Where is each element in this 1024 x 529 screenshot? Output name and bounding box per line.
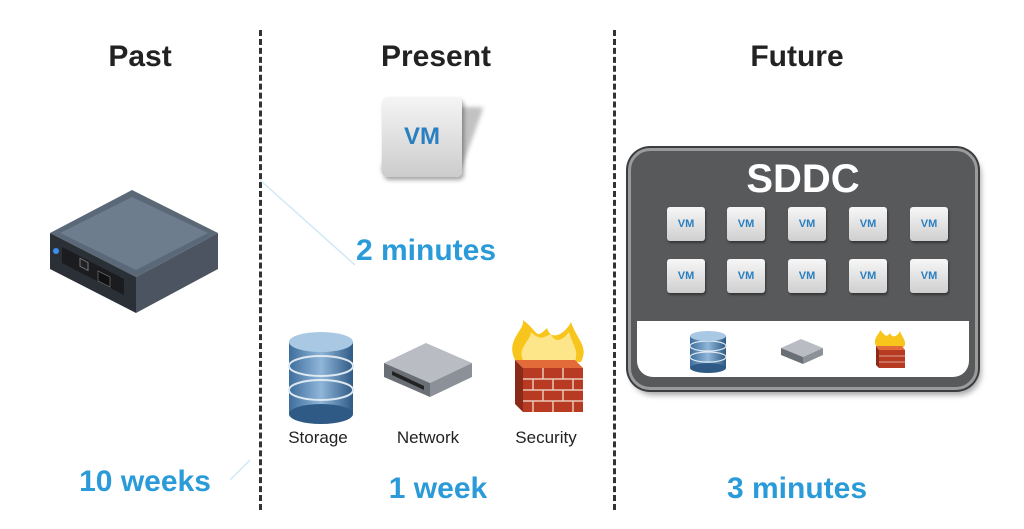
firewall-icon bbox=[512, 320, 584, 412]
sddc-storage-icon bbox=[689, 331, 727, 373]
present-vm-timing: 2 minutes bbox=[355, 234, 497, 267]
sddc-firewall-icon bbox=[874, 330, 906, 368]
divider-past-present bbox=[259, 30, 262, 510]
network-switch-icon bbox=[384, 343, 472, 397]
network-caption: Network bbox=[396, 428, 460, 447]
sddc-vm-tile: VM bbox=[788, 259, 826, 293]
vm-label: VM bbox=[404, 123, 440, 150]
sddc-vm-tile: VM bbox=[910, 207, 948, 241]
sddc-vm-tile: VM bbox=[667, 207, 705, 241]
future-title: Future bbox=[750, 40, 844, 73]
sddc-vm-tile: VM bbox=[849, 207, 887, 241]
present-title: Present bbox=[380, 40, 492, 73]
sddc-network-icon bbox=[781, 339, 823, 364]
sddc-vm-tile: VM bbox=[910, 259, 948, 293]
present-timing: 1 week bbox=[388, 472, 488, 505]
divider-present-future bbox=[613, 30, 616, 510]
past-timing: 10 weeks bbox=[79, 465, 211, 498]
vm-icon: VM bbox=[380, 97, 484, 177]
past-title: Past bbox=[108, 40, 172, 73]
sddc-vm-tile: VM bbox=[849, 259, 887, 293]
sddc-vm-tile: VM bbox=[667, 259, 705, 293]
storage-caption: Storage bbox=[288, 428, 348, 447]
guide-line bbox=[230, 179, 356, 481]
future-timing: 3 minutes bbox=[726, 472, 868, 505]
sddc-vm-tile: VM bbox=[727, 207, 765, 241]
sddc-vm-tile: VM bbox=[788, 207, 826, 241]
storage-icon bbox=[288, 332, 354, 424]
sddc-vm-tile: VM bbox=[727, 259, 765, 293]
server-icon bbox=[50, 190, 218, 313]
sddc-title: SDDC bbox=[746, 157, 860, 201]
security-caption: Security bbox=[515, 428, 577, 447]
